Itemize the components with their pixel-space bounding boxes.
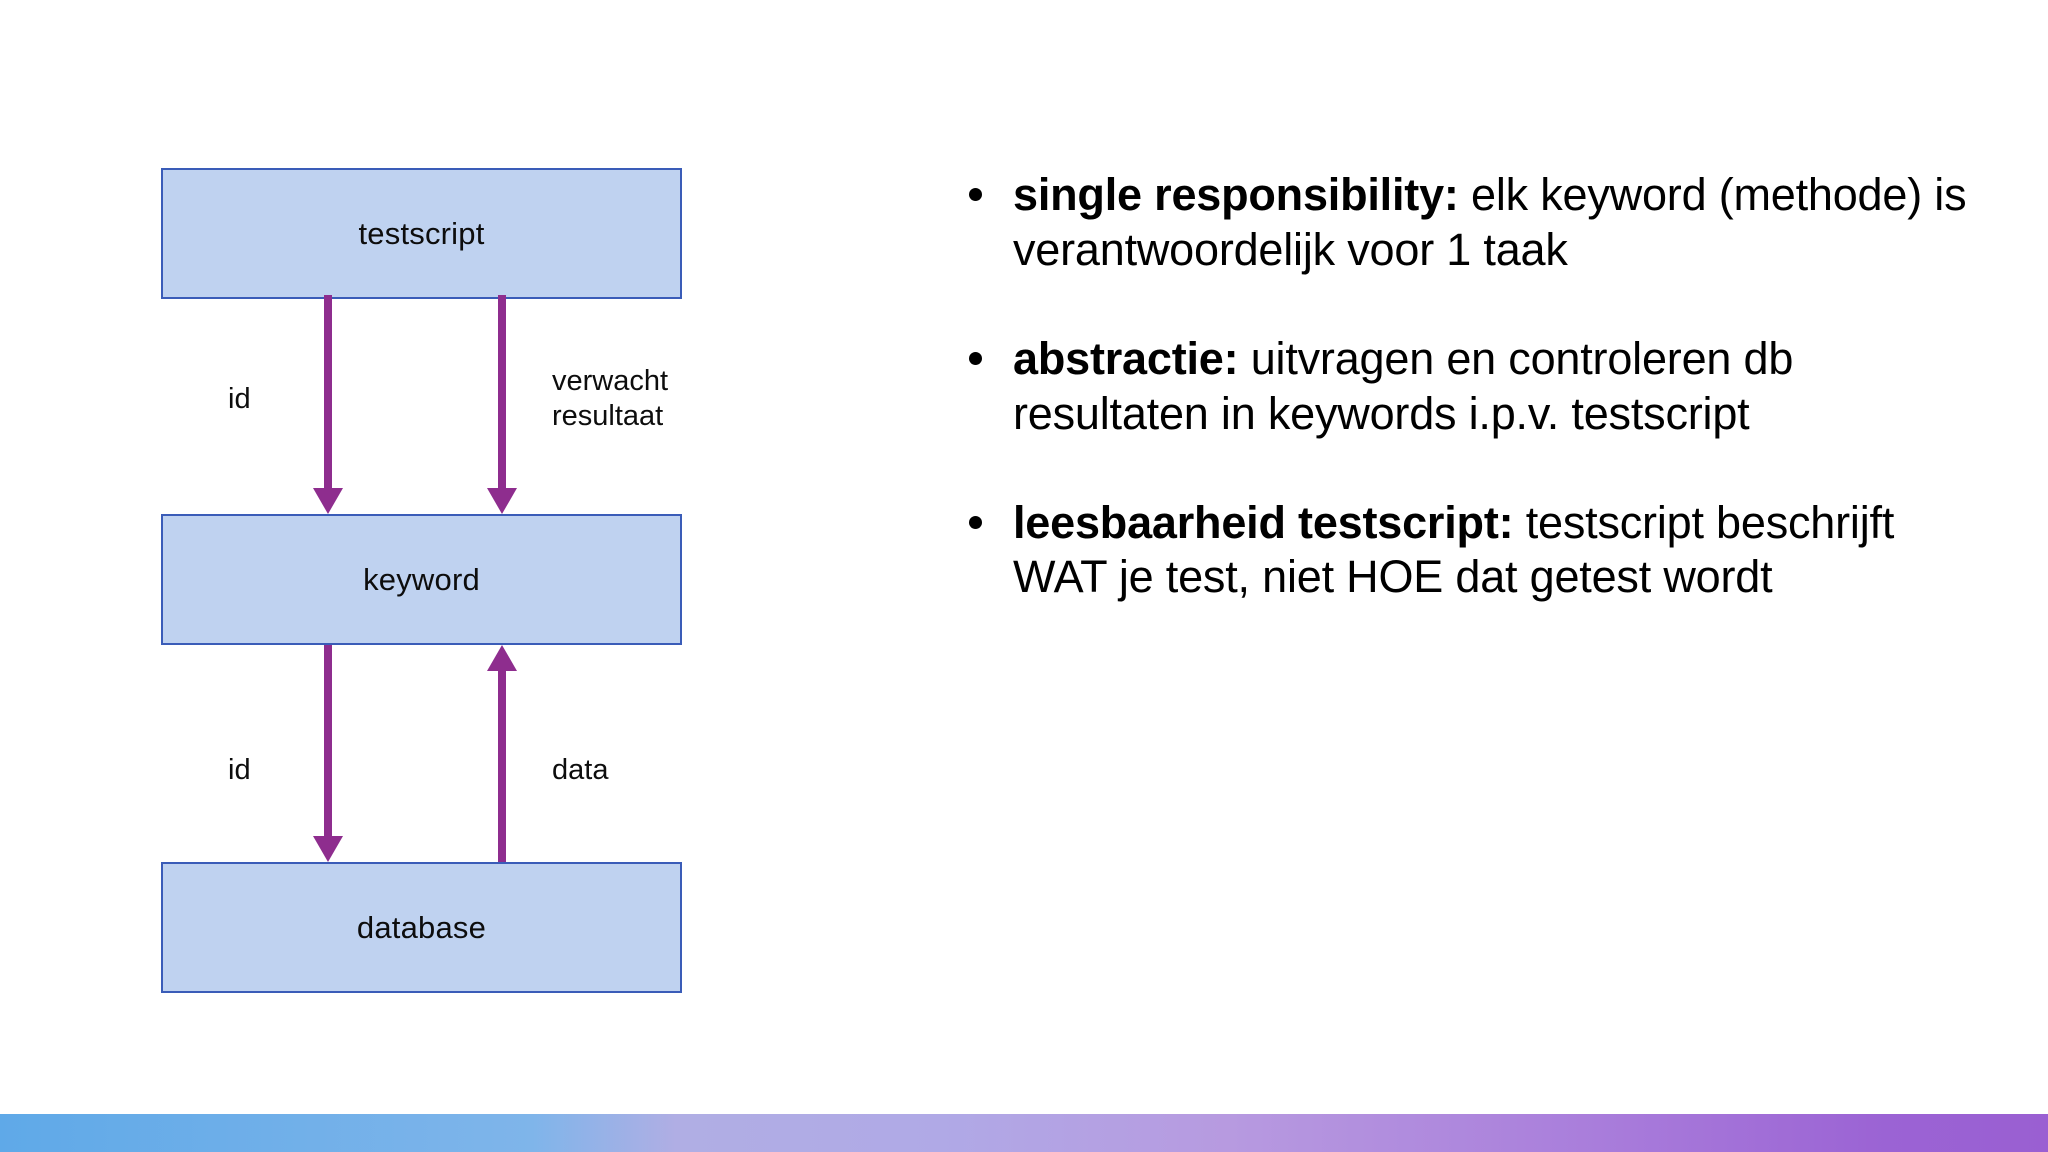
arrowhead-down-icon (313, 488, 343, 514)
flow-box-label: keyword (363, 562, 480, 597)
arrowhead-down-icon (313, 836, 343, 862)
bullet-lead-text: single responsibility: (1013, 169, 1459, 220)
flow-box-label: database (356, 910, 487, 945)
bullet-item-leesbaarheid-testscript: leesbaarheid testscript: testscript besc… (955, 496, 1975, 606)
bullet-item-single-responsibility: single responsibility: elk keyword (meth… (955, 168, 1975, 278)
edge-label-data: data (552, 754, 609, 786)
bullet-dot-icon (969, 351, 982, 365)
flow-box-label: testscript (358, 216, 485, 251)
arrow-down-verwacht-resultaat-testscript-to-keyword (487, 295, 517, 514)
flow-box-keyword: keyword (161, 514, 682, 645)
arrow-down-id-testscript-to-keyword (313, 295, 343, 514)
flow-box-database: database (161, 862, 682, 993)
footer-gradient-bar (0, 1114, 2048, 1152)
arrow-down-id-keyword-to-database (313, 645, 343, 862)
edge-label-id-bottom: id (228, 754, 251, 786)
bullet-lead-text: leesbaarheid testscript: (1013, 496, 1514, 548)
arrow-up-data-database-to-keyword (487, 645, 517, 862)
flow-diagram: testscript keyword database id verwacht … (0, 0, 900, 1100)
flow-box-testscript: testscript (161, 168, 682, 299)
bullet-lead-text: abstractie: (1013, 332, 1239, 384)
arrowhead-up-icon (487, 645, 517, 671)
bullet-body-text: elk keyword (methode) is verantwoordelij… (1013, 169, 1967, 275)
bullet-list: single responsibility: elk keyword (meth… (955, 168, 1975, 605)
bullet-body-text: uitvragen en controleren db resultaten i… (1013, 332, 1794, 439)
bullet-dot-icon (969, 515, 982, 529)
bullet-dot-icon (969, 188, 982, 201)
bullet-body-text: testscript beschrijft WAT je test, niet … (1013, 496, 1895, 603)
arrowhead-down-icon (487, 488, 517, 514)
bullet-item-abstractie: abstractie: uitvragen en controleren db … (955, 332, 1975, 442)
edge-label-verwacht-resultaat: verwacht resultaat (552, 365, 669, 433)
edge-label-id-top: id (228, 383, 251, 415)
